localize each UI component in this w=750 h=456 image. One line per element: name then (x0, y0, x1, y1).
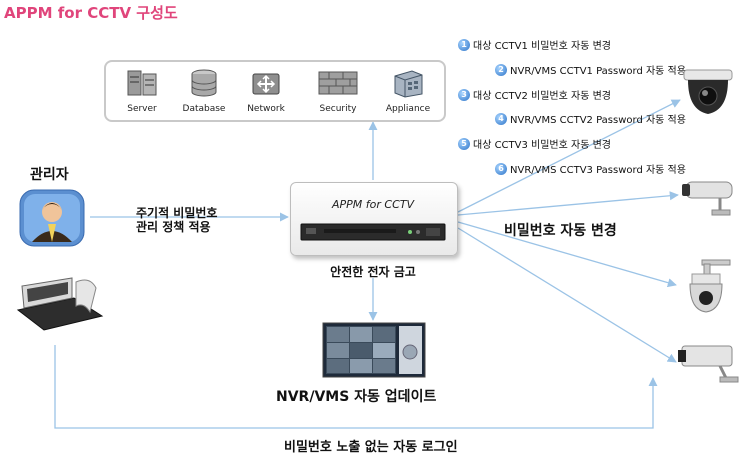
step-5: 5 대상 CCTV3 비밀번호 자동 변경 (458, 136, 611, 151)
laptop-icon (16, 277, 104, 331)
step-text: NVR/VMS CCTV2 Password 자동 적용 (510, 115, 686, 126)
step-4: 4 NVR/VMS CCTV2 Password 자동 적용 (495, 111, 686, 126)
infra-label: Appliance (385, 104, 431, 114)
appm-appliance-box (290, 182, 458, 256)
network-icon (252, 73, 280, 95)
step-number-badge: 5 (458, 137, 470, 150)
appm-server-icon (300, 223, 446, 241)
infrastructure-panel: Server Database Network Security (104, 60, 446, 122)
appm-to-camera1-arrow (457, 99, 681, 213)
database-icon (191, 69, 217, 97)
infra-item-security: Security (306, 68, 370, 114)
box-camera-icon (678, 345, 739, 383)
step-number-badge: 2 (495, 63, 507, 76)
step-1: 1 대상 CCTV1 비밀번호 자동 변경 (458, 37, 611, 52)
ptz-camera-icon (689, 259, 731, 313)
step-text: 대상 CCTV1 비밀번호 자동 변경 (473, 41, 611, 52)
step-text: 대상 CCTV2 비밀번호 자동 변경 (473, 91, 611, 102)
appm-to-camera2-arrow (457, 191, 679, 216)
step-text: 대상 CCTV3 비밀번호 자동 변경 (473, 140, 611, 151)
policy-line-2: 관리 정책 적용 (136, 220, 211, 234)
infra-item-network: Network (234, 68, 298, 114)
appm-to-camera4-arrow (457, 227, 677, 363)
infra-label: Database (182, 104, 226, 114)
step-3: 3 대상 CCTV2 비밀번호 자동 변경 (458, 87, 611, 102)
policy-label: 주기적 비밀번호 관리 정책 적용 (136, 206, 217, 234)
dome-camera-icon (683, 69, 733, 114)
infra-label: Server (127, 104, 157, 114)
admin-person-icon (19, 189, 85, 247)
admin-label: 관리자 (30, 167, 69, 183)
infra-item-server: Server (110, 68, 174, 114)
step-6: 6 NVR/VMS CCTV3 Password 자동 적용 (495, 161, 686, 176)
infra-item-database: Database (172, 68, 236, 114)
diagram-title: APPM for CCTV 구성도 (4, 4, 178, 22)
appm-to-camera3-arrow (457, 221, 677, 288)
server-icon (127, 70, 157, 96)
step-text: NVR/VMS CCTV1 Password 자동 적용 (510, 66, 686, 77)
bullet-camera-icon (682, 181, 733, 216)
step-number-badge: 3 (458, 88, 470, 101)
step-text: NVR/VMS CCTV3 Password 자동 적용 (510, 165, 686, 176)
nvr-auto-update-label: NVR/VMS 자동 업데이트 (276, 389, 437, 405)
firewall-icon (318, 71, 358, 95)
password-auto-change-label: 비밀번호 자동 변경 (504, 223, 617, 239)
nvr-monitor-icon (322, 322, 426, 378)
step-number-badge: 6 (495, 162, 507, 175)
auto-login-arrow (54, 345, 658, 429)
infra-label: Network (247, 104, 285, 114)
auto-login-label: 비밀번호 노출 없는 자동 로그인 (284, 440, 458, 455)
step-number-badge: 1 (458, 38, 470, 51)
appm-label: APPM for CCTV (331, 198, 414, 211)
appliance-icon (394, 70, 423, 98)
policy-line-1: 주기적 비밀번호 (136, 206, 218, 220)
safe-vault-label: 안전한 전자 금고 (330, 265, 416, 279)
infra-item-appliance: Appliance (376, 68, 440, 114)
infra-label: Security (319, 104, 357, 114)
step-2: 2 NVR/VMS CCTV1 Password 자동 적용 (495, 62, 686, 77)
step-number-badge: 4 (495, 112, 507, 125)
